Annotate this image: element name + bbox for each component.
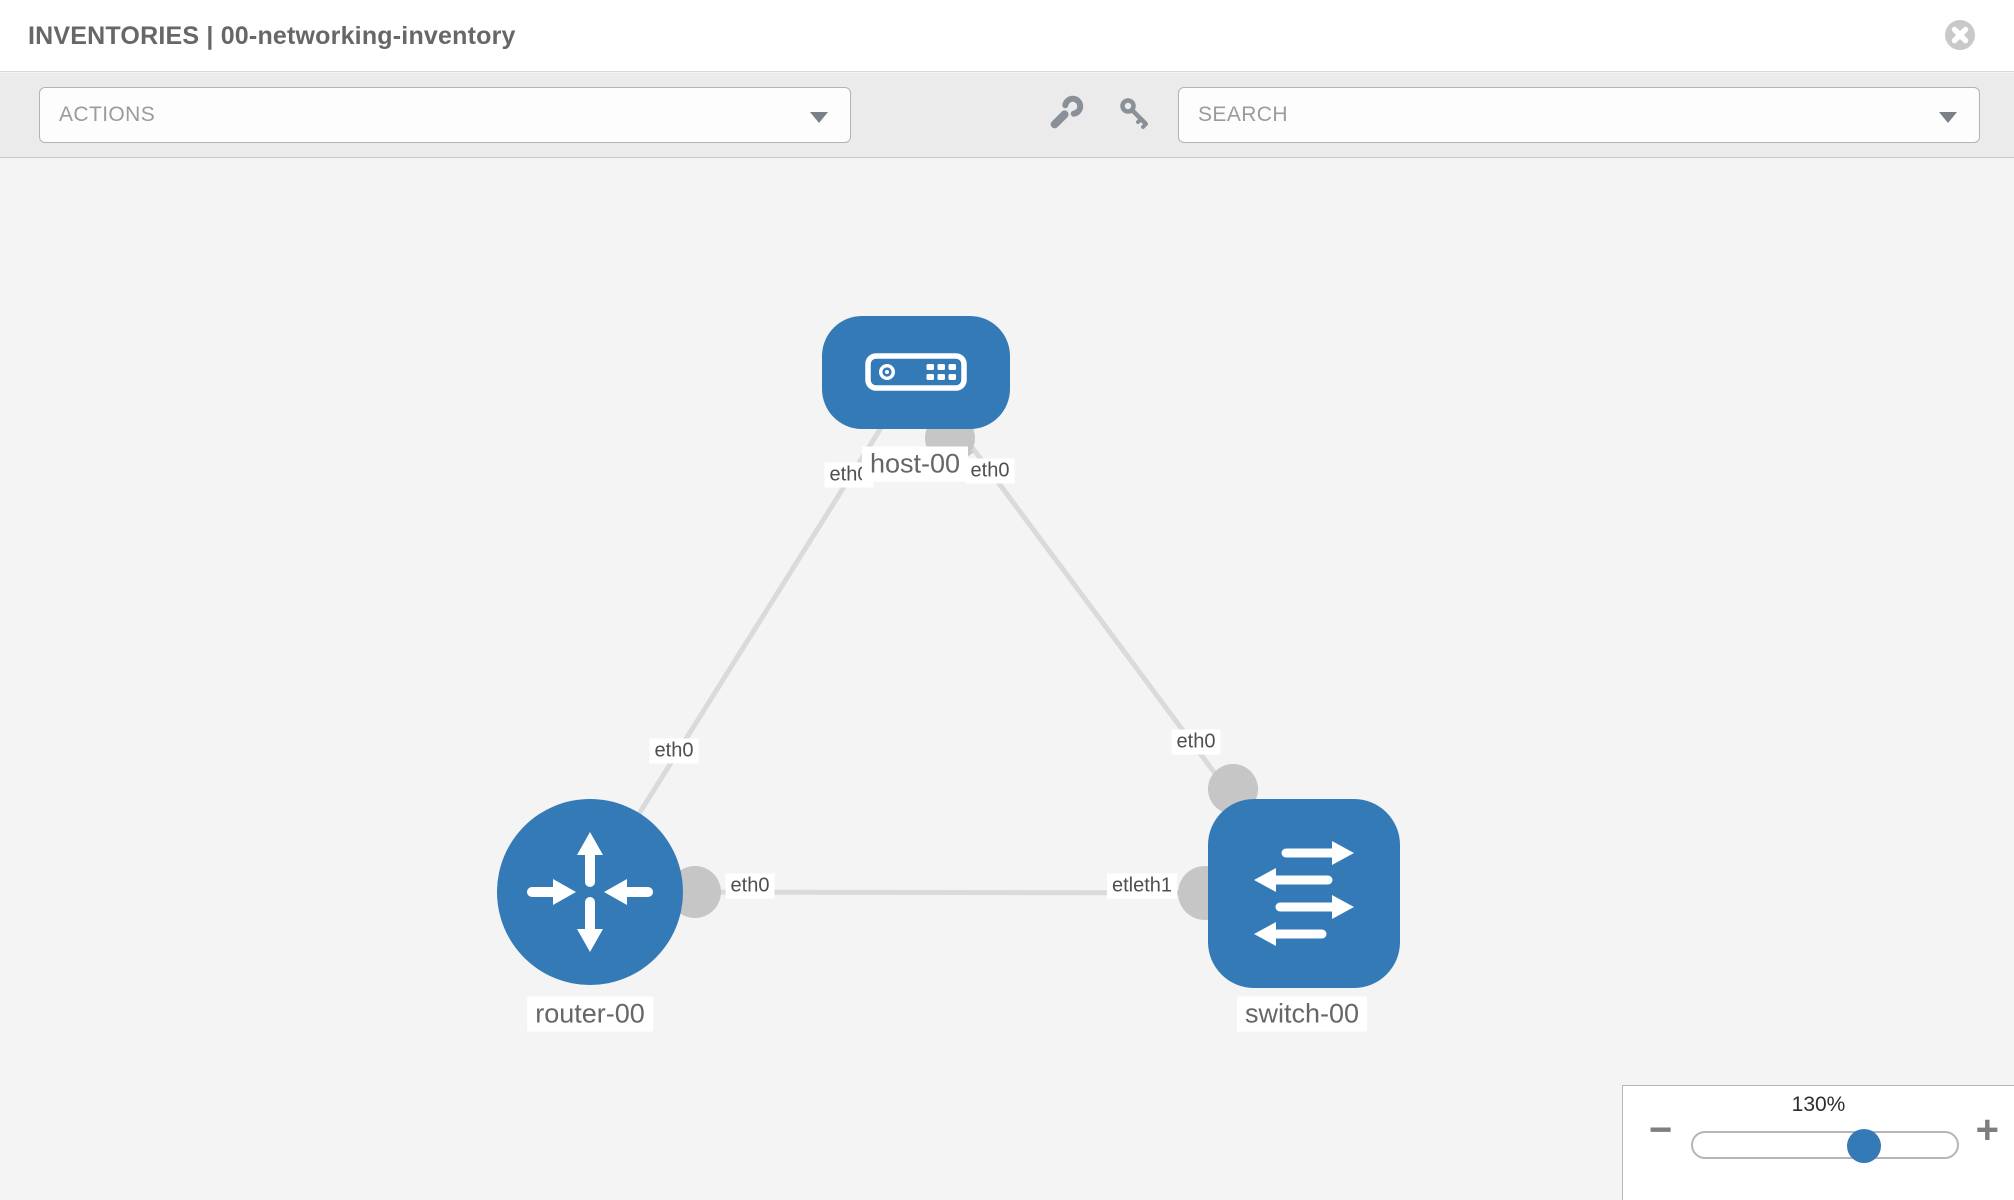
link-router-host[interactable] <box>587 370 919 894</box>
node-label-router: router-00 <box>527 996 653 1032</box>
interface-label-host-right: eth0 <box>965 458 1015 484</box>
chevron-down-icon <box>810 112 828 123</box>
actions-dropdown-label: ACTIONS <box>59 103 156 126</box>
topology-canvas[interactable]: eth0 eth0 eth0 eth0 eth0 etleth1 host-00… <box>0 158 2014 1200</box>
switch-icon <box>1254 841 1354 946</box>
chevron-down-icon <box>1939 112 1957 123</box>
switch-node[interactable] <box>1208 799 1400 988</box>
node-label-switch: switch-00 <box>1236 996 1368 1032</box>
interface-label-router-uplink: eth0 <box>649 738 699 764</box>
zoom-slider[interactable] <box>1691 1129 1959 1163</box>
router-icon <box>527 832 653 952</box>
node-label-host: host-00 <box>861 446 969 482</box>
window-header: INVENTORIES | 00-networking-inventory <box>0 0 2014 72</box>
interface-label-switch-uplink: eth0 <box>1171 729 1221 755</box>
host-node[interactable] <box>822 316 1010 429</box>
zoom-panel: 130% − + <box>1622 1085 2014 1200</box>
zoom-slider-thumb[interactable] <box>1847 1129 1881 1163</box>
search-dropdown-label: SEARCH <box>1198 103 1288 126</box>
actions-dropdown[interactable]: ACTIONS <box>39 87 851 143</box>
interface-label-switch-left: etleth1 <box>1106 873 1178 899</box>
zoom-level: 130% <box>1791 1093 1846 1116</box>
minus-icon[interactable]: − <box>1649 1108 1673 1152</box>
key-icon[interactable] <box>1114 92 1156 134</box>
toolbar: ACTIONS SEARCH <box>0 73 2014 158</box>
plus-icon[interactable]: + <box>1975 1108 1999 1152</box>
router-node[interactable] <box>497 799 683 985</box>
interface-label-router-right: eth0 <box>725 873 775 899</box>
host-icon <box>865 353 967 391</box>
page-title: INVENTORIES | 00-networking-inventory <box>28 22 516 50</box>
search-dropdown[interactable]: SEARCH <box>1178 87 1980 143</box>
close-icon[interactable] <box>1944 19 1976 51</box>
wrench-icon[interactable] <box>1045 92 1087 134</box>
